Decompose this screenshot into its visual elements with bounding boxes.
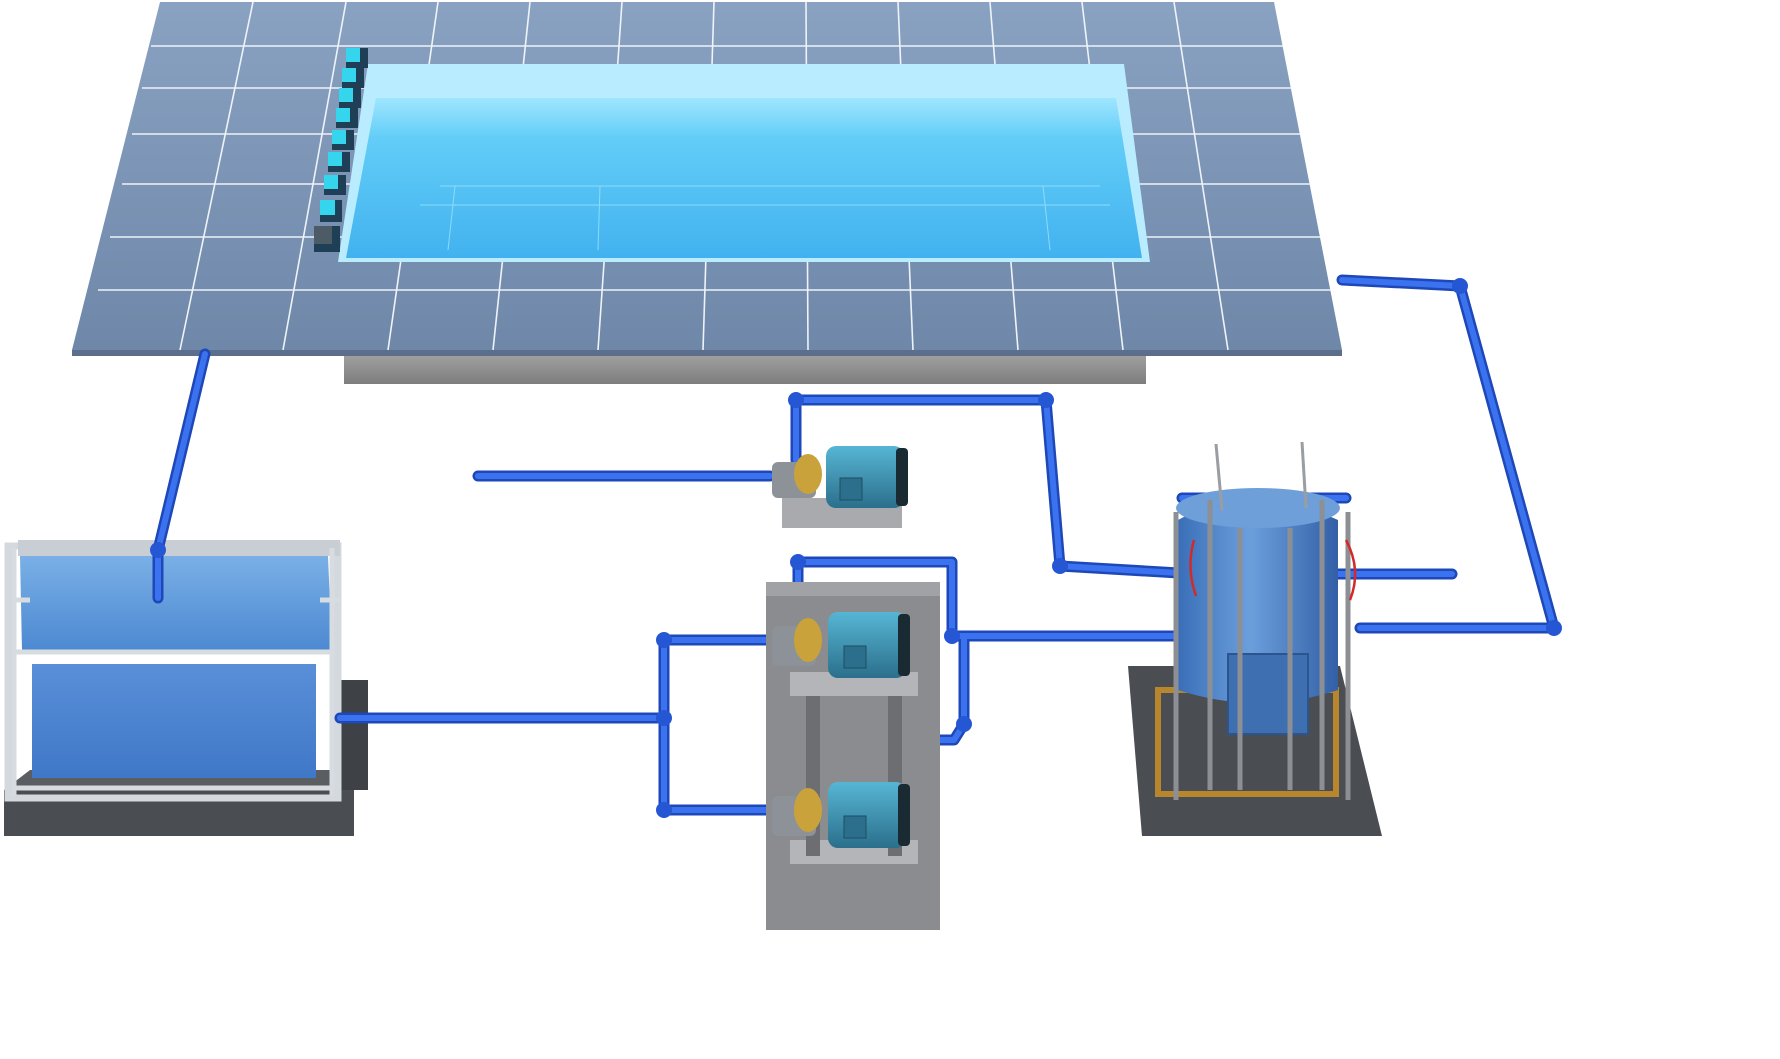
filter-tank [1128,441,1382,836]
pump-1 [772,446,908,508]
balance-tank [4,540,368,836]
swimming-pool [72,1,1342,384]
balance-tank-water [20,556,332,650]
pool-deck-edge [72,350,1342,356]
filter-tank-body [1178,500,1338,703]
balance-tank-front [32,664,316,778]
skimmer-blocks [314,48,368,252]
pump-3 [772,782,910,848]
pool-foundation [344,350,1146,384]
pump-2 [772,612,910,678]
pool-water [346,98,1142,258]
pool-circulation-diagram [4,1,1562,930]
